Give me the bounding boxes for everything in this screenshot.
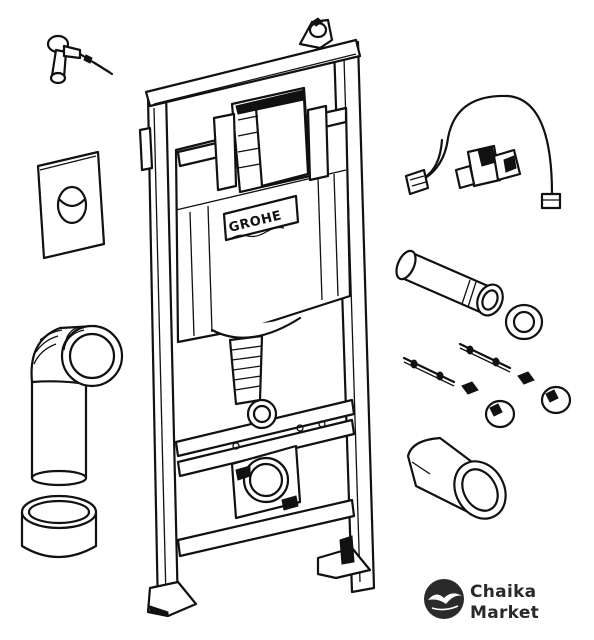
flush-plate [38,152,104,258]
pipe-cap [22,496,96,557]
chaika-market-watermark: Chaika Market [424,579,539,623]
elbow-pipe [32,326,122,485]
installation-frame [140,18,374,616]
outlet-sleeve [393,248,508,319]
flexible-hose [406,96,560,208]
wc-connection-ring [232,446,300,518]
watermark-line1: Chaika [470,582,536,602]
cistern: GROHE [176,88,350,342]
watermark-line2: Market [470,603,539,623]
mounting-hardware [404,344,570,427]
seal-ring [506,305,542,339]
wall-anchor-bolt [48,36,112,83]
flush-pipe [230,336,276,428]
drain-connector [408,438,516,528]
